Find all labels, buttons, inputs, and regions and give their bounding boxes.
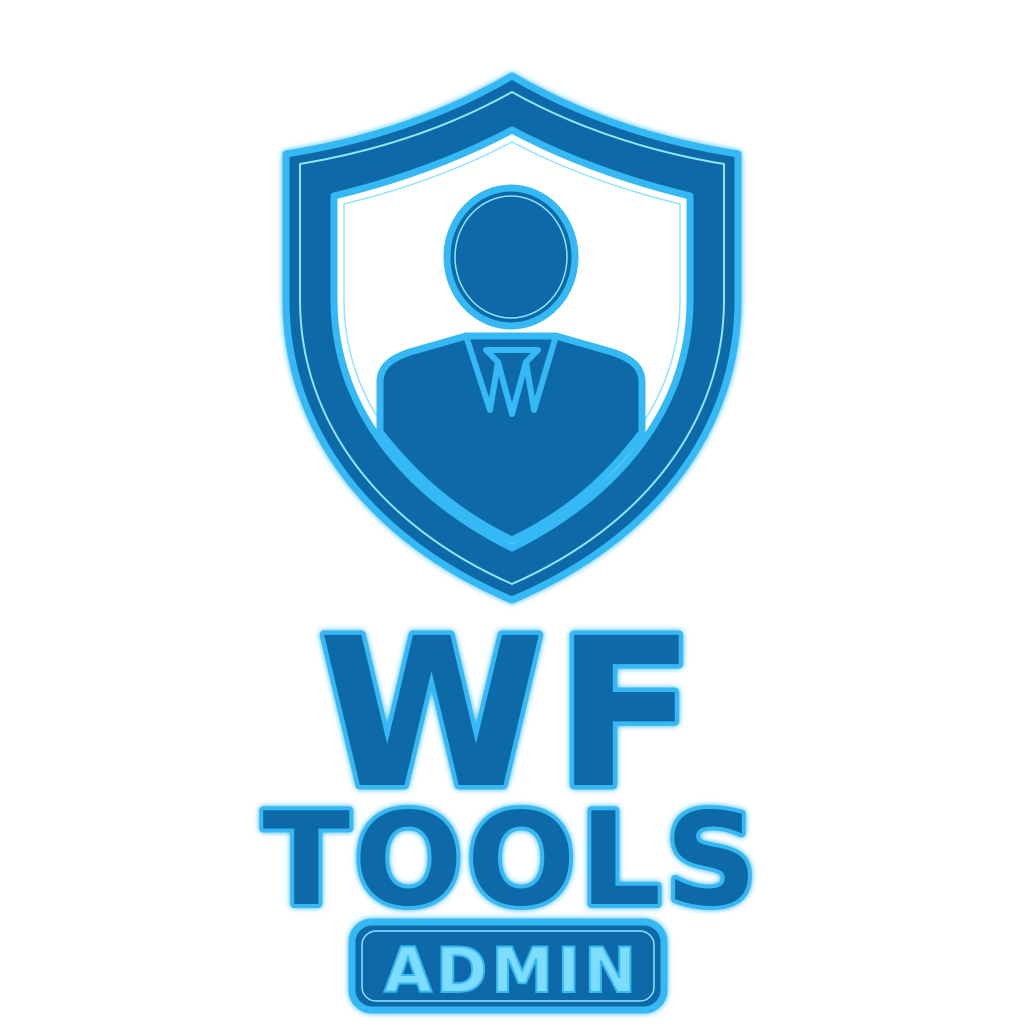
- admin-badge: ADMIN: [348, 918, 668, 1014]
- logo-line-tools: TOOLS: [263, 786, 762, 935]
- user-head: [443, 184, 579, 330]
- user-tie: [463, 335, 559, 413]
- user-body: [376, 332, 646, 544]
- shield-user-icon: [282, 72, 742, 604]
- admin-badge-label: ADMIN: [384, 934, 640, 1007]
- logo-line-wf: WF: [318, 594, 706, 834]
